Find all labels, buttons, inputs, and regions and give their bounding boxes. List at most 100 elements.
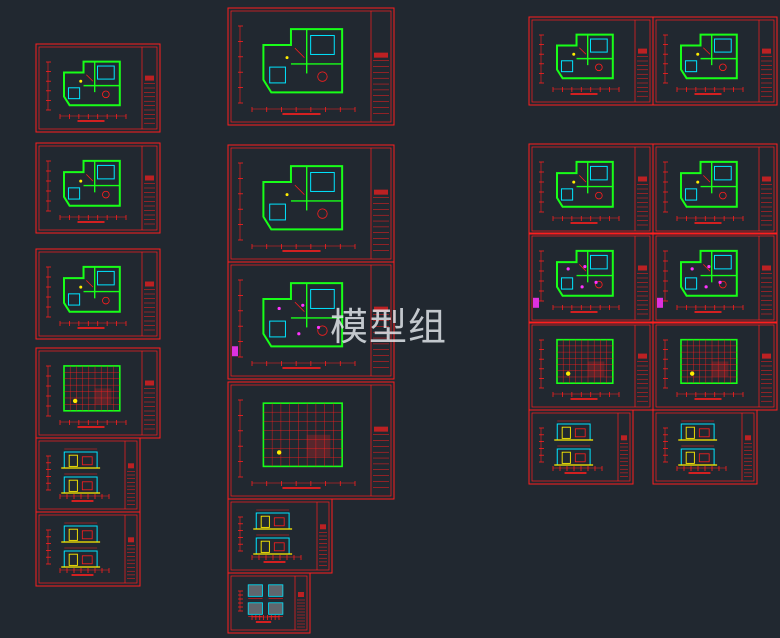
fixture-outline bbox=[269, 66, 286, 84]
drawing-sheet-border bbox=[652, 16, 778, 106]
fixture-outline bbox=[560, 60, 574, 73]
drawing-caption-bar bbox=[282, 487, 321, 489]
ceiling-light-marker bbox=[580, 285, 584, 289]
drawing-caption-bar bbox=[570, 311, 598, 313]
drawing-sheet-border bbox=[35, 248, 161, 340]
interior-detail bbox=[719, 191, 727, 200]
drawing-caption-bar bbox=[71, 500, 94, 502]
drawing-sheet-inner-border bbox=[38, 46, 158, 130]
elevation-panel bbox=[698, 428, 710, 438]
fixture-outline bbox=[269, 203, 286, 221]
drawing-sheet-inner-border bbox=[38, 145, 158, 231]
ceiling-light-marker bbox=[718, 280, 722, 284]
drawing-sheet-inner-border bbox=[38, 251, 158, 337]
drawing-caption-bar bbox=[570, 93, 598, 95]
legend-swatch bbox=[657, 297, 663, 308]
ceiling-light-marker bbox=[301, 303, 305, 307]
drawing-sheet-inner-border bbox=[230, 384, 392, 497]
floor-plan-walls bbox=[556, 160, 614, 208]
floor-plan-walls bbox=[63, 60, 121, 107]
interior-detail bbox=[317, 208, 328, 219]
fixture-outline bbox=[310, 34, 335, 55]
drawing-sheet-inner-border bbox=[38, 350, 158, 436]
ceiling-light-marker bbox=[583, 265, 587, 269]
interior-detail bbox=[294, 47, 305, 58]
detail-marker bbox=[72, 398, 78, 404]
title-block-logo bbox=[298, 592, 304, 597]
drawing-sheet-inner-border bbox=[531, 19, 651, 103]
legend-swatch bbox=[533, 297, 539, 308]
ceiling-light-marker bbox=[690, 267, 694, 271]
interior-detail bbox=[595, 63, 603, 72]
fixture-outline bbox=[310, 288, 335, 309]
drawing-caption-bar bbox=[570, 398, 598, 400]
title-block-logo bbox=[128, 463, 134, 469]
elevation-panel bbox=[698, 453, 710, 463]
floor-plan-walls bbox=[262, 165, 344, 231]
elevation-fill bbox=[268, 602, 283, 615]
interior-detail bbox=[703, 264, 711, 272]
drawing-caption-bar bbox=[570, 222, 598, 224]
detail-marker bbox=[565, 371, 571, 376]
fixture-outline bbox=[96, 270, 115, 286]
drawing-sheet-inner-border bbox=[655, 19, 775, 103]
fixture-outline bbox=[560, 188, 574, 201]
floor-plan-walls bbox=[63, 365, 121, 412]
drawing-caption-bar bbox=[71, 574, 94, 576]
drawing-sheet-inner-border bbox=[531, 146, 651, 232]
fixture-outline bbox=[713, 165, 732, 181]
elevation-door bbox=[685, 426, 695, 439]
elevation-panel bbox=[81, 481, 93, 491]
fixture-outline bbox=[96, 65, 115, 80]
grid-hatch bbox=[711, 361, 729, 377]
title-block-logo bbox=[145, 75, 154, 81]
detail-marker bbox=[285, 193, 289, 197]
drawing-sheet-border bbox=[652, 232, 778, 324]
elevation-fill bbox=[248, 584, 263, 597]
title-block-logo bbox=[638, 48, 647, 54]
elevation-outline bbox=[268, 602, 284, 615]
fixture-outline bbox=[589, 165, 608, 181]
ceiling-light-marker bbox=[594, 280, 598, 284]
floor-plan-walls bbox=[262, 402, 343, 468]
title-block-logo bbox=[128, 537, 134, 543]
title-block-logo bbox=[638, 176, 647, 182]
title-block-logo bbox=[320, 524, 326, 530]
interior-detail bbox=[317, 71, 328, 82]
floor-plan-walls bbox=[262, 282, 344, 348]
drawing-sheet-inner-border bbox=[531, 412, 631, 482]
fixture-outline bbox=[713, 254, 732, 270]
ceiling-light-marker bbox=[297, 332, 301, 336]
title-block-logo bbox=[145, 281, 154, 287]
detail-marker bbox=[689, 371, 695, 376]
drawing-sheet-inner-border bbox=[655, 235, 775, 321]
elevation-panel bbox=[81, 555, 93, 565]
title-block-logo bbox=[374, 306, 388, 312]
drawing-sheet-border bbox=[35, 43, 161, 133]
floor-plan-walls bbox=[556, 338, 614, 384]
fixture-outline bbox=[67, 293, 81, 306]
drawing-caption-bar bbox=[255, 621, 272, 623]
drawing-sheet-inner-border bbox=[38, 440, 138, 510]
floor-plan-walls bbox=[680, 160, 738, 208]
drawing-caption-bar bbox=[688, 472, 711, 474]
drawing-sheet-border bbox=[652, 409, 758, 485]
title-block-logo bbox=[762, 353, 771, 359]
drawing-caption-bar bbox=[263, 561, 286, 563]
drawing-caption-bar bbox=[694, 398, 722, 400]
ceiling-light-marker bbox=[277, 306, 281, 311]
interior-detail bbox=[86, 280, 94, 288]
title-block-logo bbox=[374, 52, 388, 58]
elevation-door bbox=[68, 553, 78, 566]
grid-hatch bbox=[94, 388, 112, 405]
elevation-door bbox=[260, 540, 270, 553]
interior-detail bbox=[703, 47, 711, 55]
drawing-caption-bar bbox=[77, 120, 105, 122]
interior-detail bbox=[703, 175, 711, 183]
floor-plan-walls bbox=[680, 249, 738, 297]
elevation-outline bbox=[247, 602, 263, 615]
fixture-outline bbox=[684, 188, 698, 201]
drawing-sheet-inner-border bbox=[655, 146, 775, 232]
elevation-panel bbox=[273, 517, 285, 527]
drawing-caption-bar bbox=[694, 311, 722, 313]
